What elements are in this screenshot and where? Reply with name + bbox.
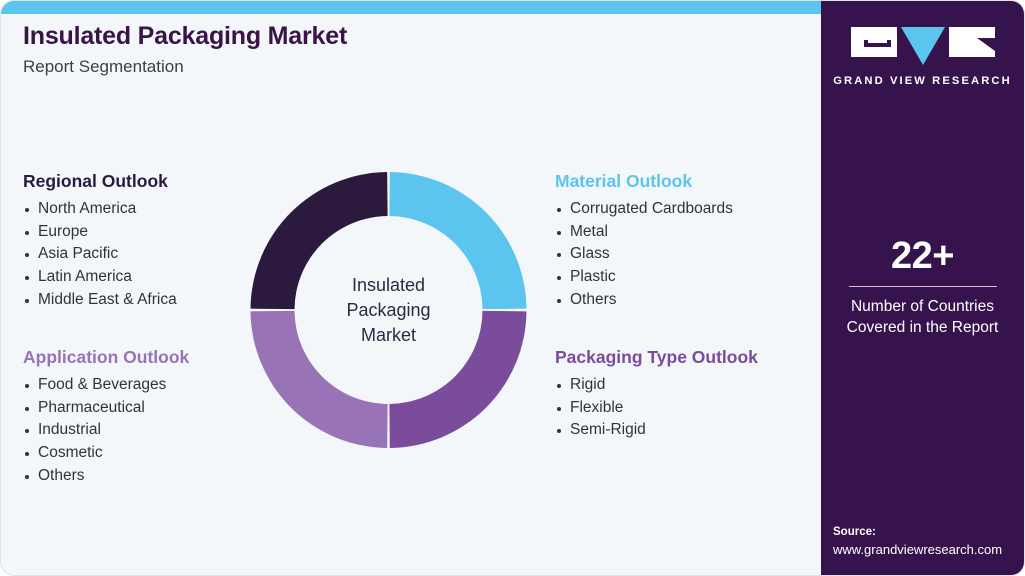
application-outlook-heading: Application Outlook [23,347,190,367]
packaging-type-outlook-heading: Packaging Type Outlook [555,347,758,367]
donut-segment [389,310,527,448]
regional-outlook-heading: Regional Outlook [23,171,168,191]
stat-label-line-2: Covered in the Report [846,319,999,336]
stat-label-line-1: Number of Countries [850,298,994,315]
countries-stat: 22+ Number of Countries Covered in the R… [821,237,1024,338]
page-title: Insulated Packaging Market [23,22,348,50]
list-item: Pharmaceutical [23,397,323,420]
list-item: Food & Beverages [23,374,323,397]
logo-marks [850,27,995,67]
donut-segment [389,172,527,310]
packaging-type-outlook-block: Packaging Type Outlook Rigid Flexible Se… [555,347,855,442]
page-subtitle: Report Segmentation [23,57,184,76]
donut-segment [250,172,388,310]
source-url[interactable]: www.grandviewresearch.com [833,542,1003,557]
application-outlook-block: Application Outlook Food & Beverages Pha… [23,347,323,488]
source-footer: Source: www.grandviewresearch.com [833,524,1023,559]
stat-number: 22+ [891,235,954,277]
list-item: Asia Pacific [23,243,323,266]
donut-svg [250,172,527,448]
list-item: Rigid [555,374,855,397]
material-outlook-list: Corrugated Cardboards Metal Glass Plasti… [555,198,855,312]
list-item: Metal [555,221,855,244]
list-item: Glass [555,243,855,266]
material-outlook-heading: Material Outlook [555,171,693,191]
regional-outlook-block: Regional Outlook North America Europe As… [23,171,323,312]
logo-wordmark: GRAND VIEW RESEARCH [833,75,1012,87]
header: Insulated Packaging Market Report Segmen… [23,21,763,77]
logo-r-icon [948,27,995,57]
source-label: Source: [833,526,876,538]
list-item: Flexible [555,397,855,420]
stat-divider [848,286,997,287]
list-item: Others [23,465,323,488]
logo-g-icon [850,27,897,57]
grand-view-research-logo: GRAND VIEW RESEARCH [821,27,1024,87]
list-item: Corrugated Cardboards [555,198,855,221]
application-outlook-list: Food & Beverages Pharmaceutical Industri… [23,374,323,488]
list-item: Middle East & Africa [23,289,323,312]
list-item: North America [23,198,323,221]
list-item: Semi-Rigid [555,419,855,442]
list-item: Europe [23,221,323,244]
brand-sidebar: GRAND VIEW RESEARCH 22+ Number of Countr… [821,1,1024,575]
segmentation-donut-chart: Insulated Packaging Market [250,168,527,452]
logo-v-triangle-icon [900,27,945,65]
material-outlook-block: Material Outlook Corrugated Cardboards M… [555,171,855,312]
top-accent-bar [1,1,823,14]
packaging-type-outlook-list: Rigid Flexible Semi-Rigid [555,374,855,442]
donut-segment [250,310,388,448]
list-item: Latin America [23,266,323,289]
list-item: Plastic [555,266,855,289]
list-item: Industrial [23,419,323,442]
regional-outlook-list: North America Europe Asia Pacific Latin … [23,198,323,312]
list-item: Cosmetic [23,442,323,465]
list-item: Others [555,289,855,312]
